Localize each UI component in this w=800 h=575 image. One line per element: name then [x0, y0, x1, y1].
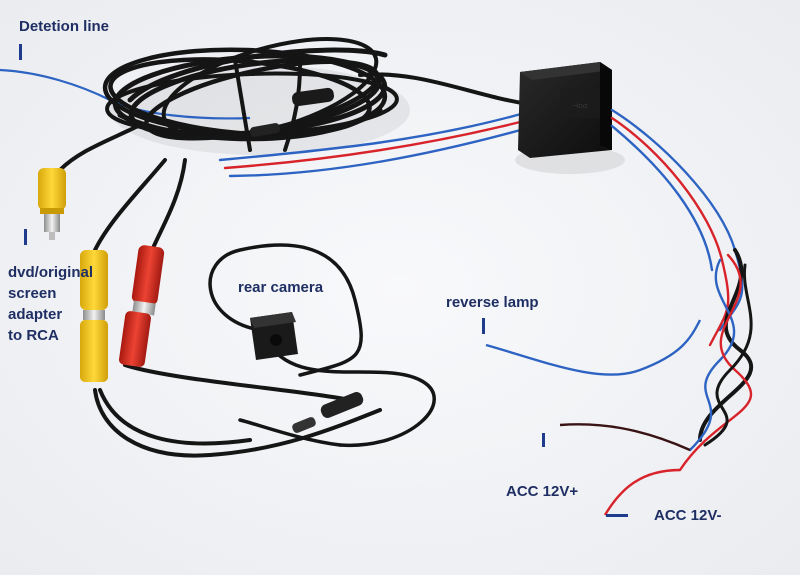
rear-camera-loop: [208, 243, 436, 448]
label-rca-line-1: dvd/original: [8, 264, 94, 281]
coil-to-box-wires: [218, 72, 530, 178]
reverse-lamp-wire: [485, 319, 702, 376]
box-to-right-wires: [610, 108, 744, 347]
camera-connector: [292, 392, 364, 433]
acc-minus-wire: [603, 468, 681, 516]
yellow-rca-top: [38, 168, 66, 240]
red-rca-plug: [119, 245, 165, 367]
label-acc-plus: ACC 12V+: [506, 483, 579, 500]
rear-camera-body: [250, 312, 298, 360]
label-reverse-lamp: reverse lamp: [446, 294, 539, 311]
svg-text:⊣▫▫: ⊣▫▫: [572, 102, 588, 110]
label-markers: [19, 44, 628, 517]
label-rca-line-4: to RCA: [8, 327, 59, 344]
inline-connector: [249, 87, 334, 137]
label-rca-adapter: dvd/original screen adapter to RCA: [8, 262, 93, 346]
control-box: ⊣▫▫: [518, 62, 612, 158]
label-acc-minus: ACC 12V-: [654, 507, 722, 524]
label-rca-line-2: screen: [8, 285, 57, 302]
label-detection-line: Detetion line: [19, 18, 110, 35]
label-rear-camera: rear camera: [238, 279, 324, 296]
acc-plus-wire: [559, 423, 691, 452]
twisted-bundle: [678, 248, 754, 472]
yellow-rca-bottom: [80, 250, 108, 382]
label-rca-line-3: adapter: [8, 306, 63, 323]
